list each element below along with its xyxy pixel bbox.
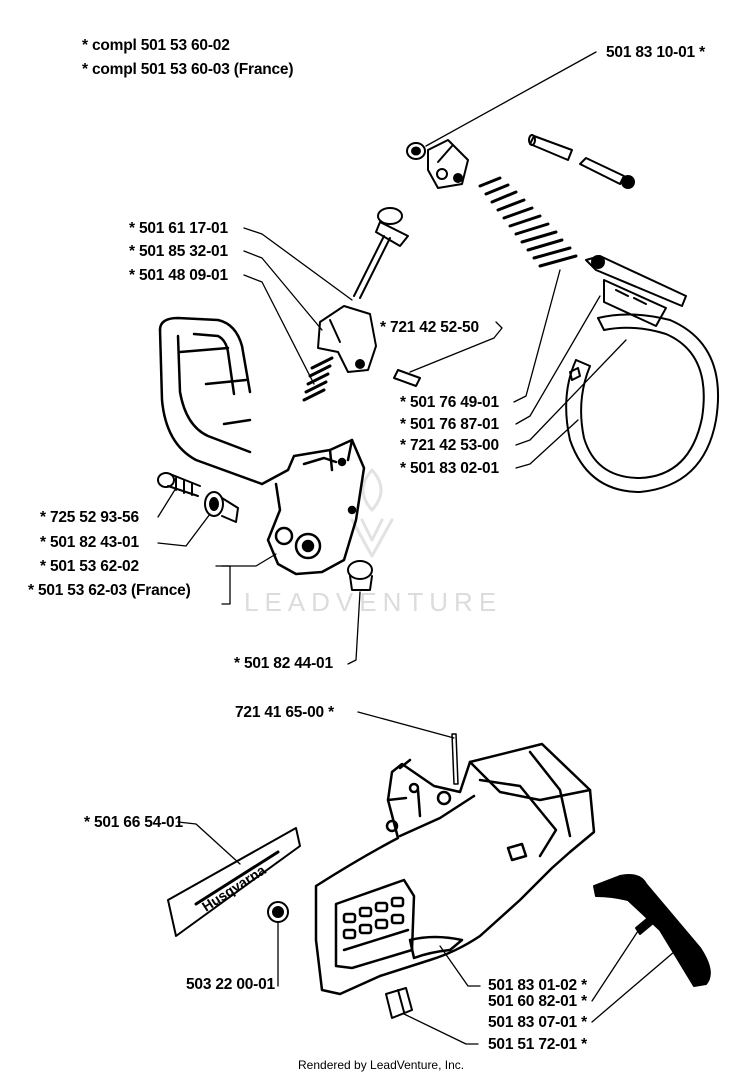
pin-721425250 (393, 369, 421, 387)
note-compl-1: * compl 501 53 60-02 (82, 37, 230, 54)
leader-721425300 (515, 339, 627, 446)
label-501853201: * 501 85 32-01 (129, 243, 228, 260)
label-725529356: * 725 52 93-56 (40, 509, 139, 526)
watermark-text: LEADVENTURE (244, 587, 503, 617)
clutch-cover (314, 742, 596, 996)
pin (579, 157, 635, 189)
label-501480901: * 501 48 09-01 (129, 267, 228, 284)
leader-501830102 (439, 945, 481, 987)
label-501824401: * 501 82 44-01 (234, 655, 333, 672)
label-721416500: 721 41 65-00 * (235, 704, 334, 721)
label-501764901: * 501 76 49-01 (400, 394, 499, 411)
leader-501830201 (515, 419, 579, 469)
footer-credit: Rendered by LeadVenture, Inc. (298, 1058, 465, 1072)
leader-725529356 (157, 487, 177, 518)
label-501830201: * 501 83 02-01 (400, 460, 499, 477)
rod-721425300 (585, 255, 687, 307)
label-501517201: 501 51 72-01 * (488, 1036, 587, 1053)
spring-501764901 (478, 176, 578, 268)
label-501611701: * 501 61 17-01 (129, 220, 228, 237)
leader-501611701 (243, 227, 353, 301)
brake-block-501853201 (317, 305, 377, 373)
screw-501608201 (635, 917, 653, 935)
label-501824301: * 501 82 43-01 (40, 534, 139, 551)
brake-lever-bracket (427, 139, 469, 189)
chain-guide-501830701 (593, 874, 711, 987)
sleeve (528, 134, 573, 161)
leader-501517201 (403, 1013, 479, 1045)
hand-guard (158, 316, 366, 576)
leader-501480901 (243, 274, 315, 385)
spring-501480901 (302, 356, 334, 402)
label-501608201: 501 60 82-01 * (488, 993, 587, 1010)
bracket-france (221, 565, 231, 605)
note-compl-2: * compl 501 53 60-03 (France) (82, 61, 294, 78)
chain-catcher-501517201 (385, 987, 413, 1019)
nut-501824401 (347, 560, 373, 591)
label-501830701: 501 83 07-01 * (488, 1014, 587, 1031)
leader-721416500 (357, 711, 455, 739)
pin-721416500 (451, 733, 459, 785)
leader-501608201 (591, 927, 641, 1002)
label-501665401: * 501 66 54-01 (84, 814, 183, 831)
brake-band-501830201 (565, 279, 720, 493)
label-501830102: 501 83 01-02 * (488, 977, 587, 994)
leader-501831001 (425, 51, 597, 147)
leader-501665401 (177, 821, 241, 865)
leader-501824401 (347, 591, 361, 665)
small-pin (569, 367, 581, 381)
leader-501536202 (215, 553, 277, 567)
decal-brand-text: Husqvarna (199, 862, 269, 915)
watermark-logo (350, 468, 394, 558)
label-503220001: 503 22 00-01 (186, 976, 275, 993)
leader-721425250 (409, 321, 503, 373)
label-721425250: * 721 42 52-50 (380, 319, 479, 336)
leader-501830701 (591, 939, 689, 1023)
label-501536203: * 501 53 62-03 (France) (28, 582, 191, 599)
leader-501853201 (243, 250, 323, 331)
label-501536202: * 501 53 62-02 (40, 558, 139, 575)
label-501831001: 501 83 10-01 * (606, 44, 705, 61)
label-721425300: * 721 42 53-00 (400, 437, 499, 454)
nut-503220001 (267, 901, 289, 923)
screw-725529356 (157, 472, 201, 497)
label-501768701: * 501 76 87-01 (400, 416, 499, 433)
leader-501764901 (513, 269, 561, 403)
leader-501768701 (515, 295, 601, 425)
leader-501824301 (157, 513, 211, 547)
decal-501665401 (167, 827, 301, 937)
nut-501831001 (406, 142, 426, 160)
knob-screw-501611701 (353, 207, 409, 299)
washer-501824301 (204, 491, 239, 523)
